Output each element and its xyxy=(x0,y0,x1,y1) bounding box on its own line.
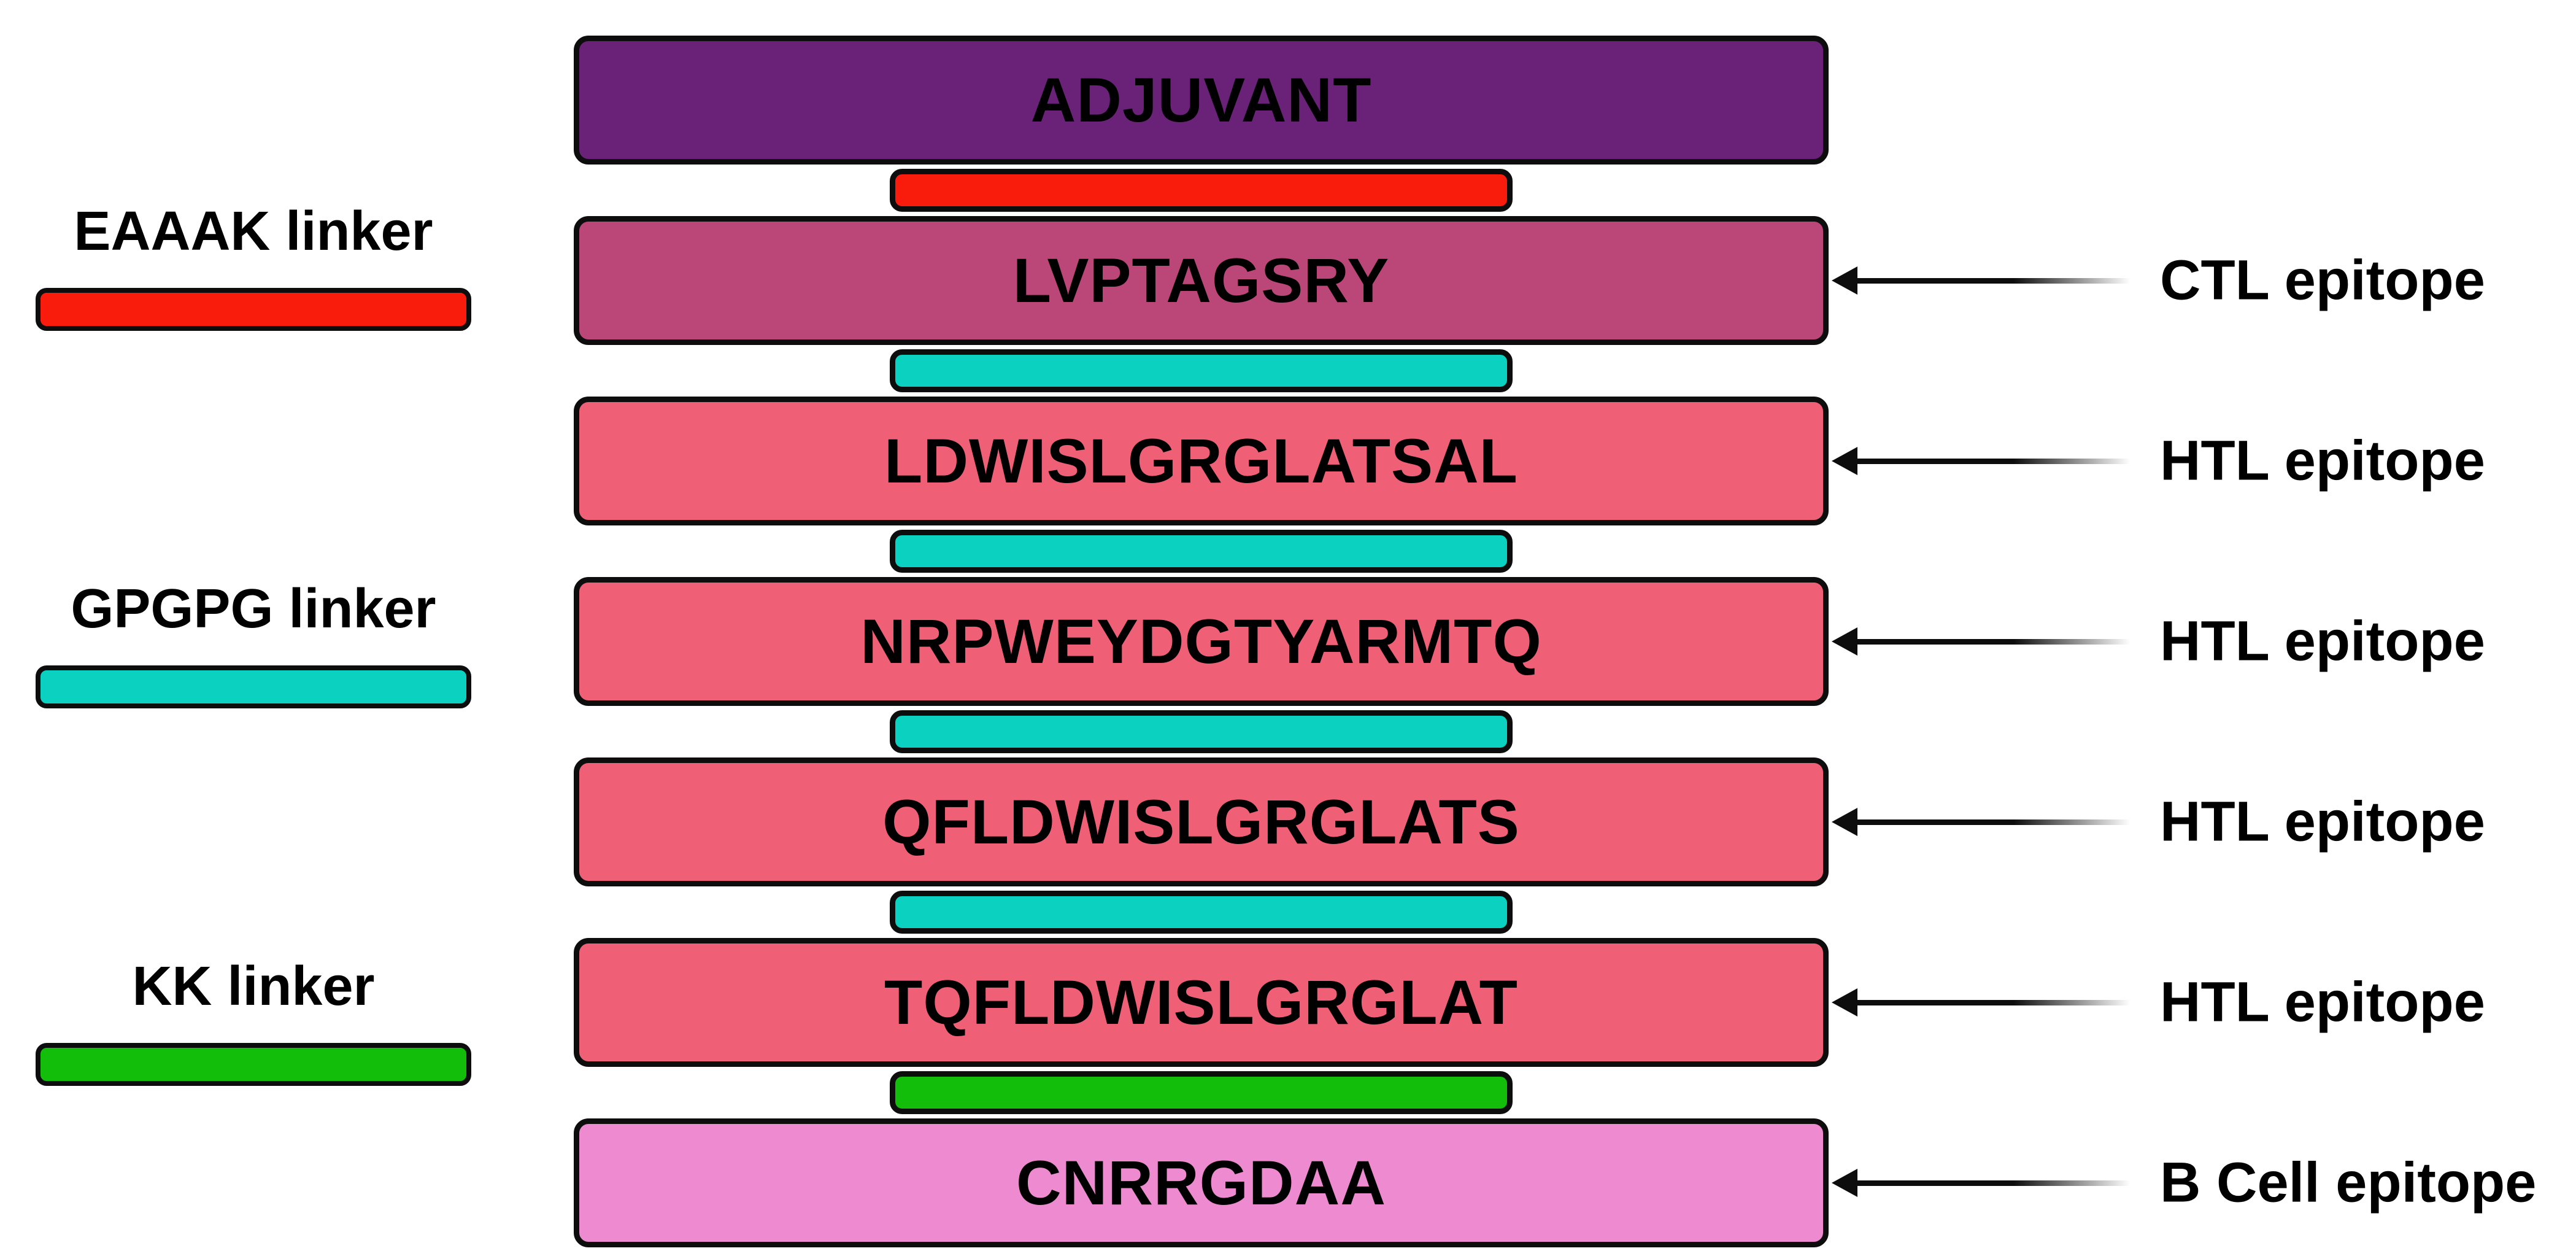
arrowhead-icon xyxy=(1832,627,1857,656)
vaccine-construct-stack: ADJUVANT LVPTAGSRY LDWISLGRGLATSAL NRPWE… xyxy=(574,36,1829,1247)
arrow-line xyxy=(1857,638,2142,645)
bcell-epitope-box: CNRRGDAA xyxy=(574,1118,1829,1247)
arrowhead-icon xyxy=(1832,808,1857,836)
gpgpg-linker-bar xyxy=(890,891,1513,934)
eaaak-linker-bar xyxy=(890,169,1513,212)
left-arrow-icon xyxy=(1832,266,2142,295)
legend-label-eaaak: EAAAK linker xyxy=(74,201,433,262)
arrowhead-icon xyxy=(1832,447,1857,475)
arrowhead-icon xyxy=(1832,988,1857,1017)
legend-label-gpgpg: GPGPG linker xyxy=(71,578,436,640)
annotation-htl-epitope-2: HTL epitope xyxy=(2160,610,2485,673)
left-arrow-icon xyxy=(1832,808,2142,836)
annotation-htl-epitope-1: HTL epitope xyxy=(2160,429,2485,492)
arrowhead-icon xyxy=(1832,1169,1857,1197)
annotation-bcell-epitope: B Cell epitope xyxy=(2160,1151,2537,1214)
arrow-line xyxy=(1857,1180,2142,1186)
htl-epitope-box-2: NRPWEYDGTYARMTQ xyxy=(574,577,1829,706)
legend-item-gpgpg-linker: GPGPG linker xyxy=(36,577,471,708)
kk-linker-bar xyxy=(890,1071,1513,1114)
left-arrow-icon xyxy=(1832,447,2142,475)
arrow-line xyxy=(1857,999,2142,1005)
ctl-epitope-box: LVPTAGSRY xyxy=(574,216,1829,345)
legend-item-kk-linker: KK linker xyxy=(36,955,471,1086)
htl-epitope-box-1: LDWISLGRGLATSAL xyxy=(574,397,1829,525)
gpgpg-linker-bar xyxy=(890,710,1513,753)
legend-swatch-kk xyxy=(36,1043,471,1086)
left-arrow-icon xyxy=(1832,988,2142,1017)
legend-label-kk: KK linker xyxy=(132,956,375,1017)
gpgpg-linker-bar xyxy=(890,530,1513,573)
arrow-line xyxy=(1857,819,2142,825)
htl-epitope-box-3: QFLDWISLGRGLATS xyxy=(574,757,1829,886)
annotation-htl-epitope-3: HTL epitope xyxy=(2160,790,2485,853)
legend-item-eaaak-linker: EAAAK linker xyxy=(36,200,471,331)
annotation-ctl-epitope: CTL epitope xyxy=(2160,249,2485,312)
left-arrow-icon xyxy=(1832,1169,2142,1197)
left-arrow-icon xyxy=(1832,627,2142,656)
gpgpg-linker-bar xyxy=(890,349,1513,392)
adjuvant-box: ADJUVANT xyxy=(574,36,1829,165)
htl-epitope-box-4: TQFLDWISLGRGLAT xyxy=(574,938,1829,1067)
annotation-htl-epitope-4: HTL epitope xyxy=(2160,970,2485,1034)
arrow-line xyxy=(1857,458,2142,464)
legend-swatch-eaaak xyxy=(36,288,471,331)
arrow-line xyxy=(1857,277,2142,284)
arrowhead-icon xyxy=(1832,266,1857,295)
legend-swatch-gpgpg xyxy=(36,665,471,708)
